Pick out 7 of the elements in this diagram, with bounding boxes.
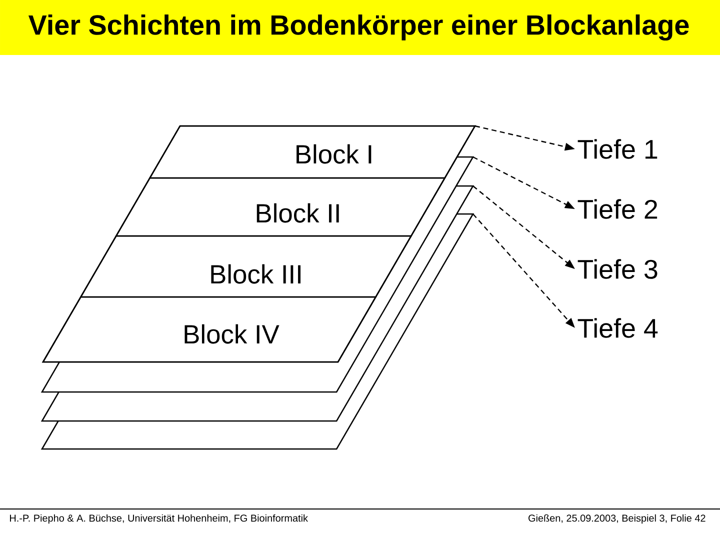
depth-label: Tiefe 4 — [578, 318, 658, 338]
depth-label: Tiefe 3 — [578, 259, 658, 279]
footer-text: H.-P. Piepho & A. Büchse, Universität Hohenheim, FG Bioinformatik — [10, 514, 308, 524]
footer-text: Gießen, 25.09.2003, Beispiel 3, Folie 42 — [528, 514, 706, 524]
title-bar: Vier Schichten im Bodenkörper einer Blockanlage — [0, 0, 720, 55]
depth-label: Tiefe 1 — [578, 139, 658, 159]
depth-label: Tiefe 2 — [578, 199, 658, 219]
